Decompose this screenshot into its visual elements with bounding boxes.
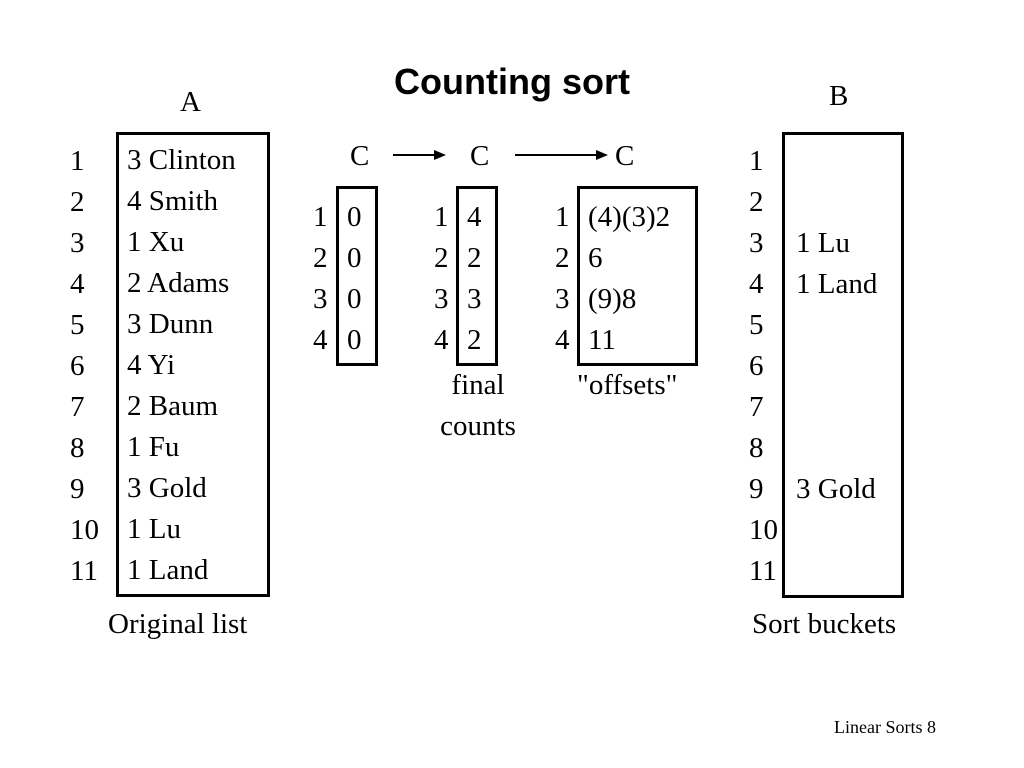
c-counts-value: 3 [467, 283, 482, 315]
c-initial-value: 0 [347, 324, 362, 356]
array-b-item [796, 387, 877, 428]
array-a-index: 5 [70, 309, 85, 341]
c-counts-index: 3 [434, 283, 449, 315]
array-a-item: 1 Lu [127, 513, 181, 545]
array-b-item [796, 428, 877, 469]
c-offsets-value: 6 [588, 242, 603, 274]
array-a-index: 11 [70, 555, 98, 587]
c-offsets-index: 4 [555, 324, 570, 356]
c-offsets-index: 2 [555, 242, 570, 274]
array-b-item: 3 Gold [796, 473, 876, 505]
c-offsets-values: (4)(3)2 6 (9)8 11 [588, 197, 670, 361]
array-a-index: 9 [70, 473, 85, 505]
c-counts-caption-line2: counts [440, 410, 516, 442]
array-a-index: 3 [70, 227, 85, 259]
c-offsets-index: 1 [555, 201, 570, 233]
c-counts-value: 4 [467, 201, 482, 233]
array-a-index: 2 [70, 186, 85, 218]
array-b-index: 4 [749, 268, 764, 300]
array-a-item: 1 Land [127, 554, 209, 586]
array-a-index: 7 [70, 391, 85, 423]
c-counts-index: 1 [434, 201, 449, 233]
array-a-item: 3 Gold [127, 472, 207, 504]
array-b-index: 9 [749, 473, 764, 505]
c-counts-value: 2 [467, 242, 482, 274]
arrow-right-icon [515, 150, 608, 160]
c-offsets-indices: 1 2 3 4 [555, 197, 570, 361]
arrow-right-icon [393, 150, 446, 160]
array-b-index: 3 [749, 227, 764, 259]
array-a-item: 1 Fu [127, 431, 180, 463]
array-a-items: 3 Clinton 4 Smith 1 Xu 2 Adams 3 Dunn 4 … [127, 140, 236, 591]
c-counts-index: 2 [434, 242, 449, 274]
array-b-index: 5 [749, 309, 764, 341]
c-label-counts: C [470, 140, 490, 172]
c-offsets-value: 11 [588, 324, 616, 356]
array-a-box [116, 132, 270, 597]
c-counts-value: 2 [467, 324, 482, 356]
c-counts-caption-line1: final [451, 369, 505, 401]
array-b-index: 10 [749, 514, 778, 546]
array-a-item: 4 Yi [127, 349, 176, 381]
array-a-index: 1 [70, 145, 85, 177]
array-b-index: 6 [749, 350, 764, 382]
array-b-item [796, 510, 877, 551]
array-a-item: 3 Dunn [127, 308, 214, 340]
c-initial-indices: 1 2 3 4 [313, 197, 328, 361]
c-counts-indices: 1 2 3 4 [434, 197, 449, 361]
array-b-index: 8 [749, 432, 764, 464]
c-arrows [393, 150, 608, 160]
c-initial-value: 0 [347, 283, 362, 315]
c-initial-values: 0 0 0 0 [347, 197, 362, 361]
array-a-label: A [180, 86, 201, 118]
array-a-indices: 1 2 3 4 5 6 7 8 9 10 11 [70, 141, 99, 592]
array-a-index: 4 [70, 268, 85, 300]
c-initial-box [336, 186, 378, 366]
array-b-items: 1 Lu 1 Land 3 Gold [796, 141, 877, 592]
array-a-item: 3 Clinton [127, 144, 236, 176]
c-initial-index: 1 [313, 201, 328, 233]
c-counts-values: 4 2 3 2 [467, 197, 482, 361]
array-b-item [796, 305, 877, 346]
array-b-index: 11 [749, 555, 777, 587]
array-a-item: 1 Xu [127, 226, 185, 258]
array-b-indices: 1 2 3 4 5 6 7 8 9 10 11 [749, 141, 778, 592]
array-b-caption: Sort buckets [752, 608, 897, 640]
c-initial-value: 0 [347, 242, 362, 274]
array-b-item: 1 Land [796, 268, 878, 300]
c-offsets-index: 3 [555, 283, 570, 315]
slide-footer: Linear Sorts 8 [834, 717, 936, 737]
c-initial-index: 2 [313, 242, 328, 274]
array-b-item: 1 Lu [796, 227, 850, 259]
array-b-box [782, 132, 904, 598]
c-counts-box [456, 186, 498, 366]
slide-title: Counting sort [394, 61, 630, 102]
array-b-index: 1 [749, 145, 764, 177]
array-b-item [796, 346, 877, 387]
array-a-item: 2 Adams [127, 267, 230, 299]
c-label-offsets: C [615, 140, 635, 172]
array-a-index: 6 [70, 350, 85, 382]
array-b-label: B [829, 80, 849, 112]
array-b-item [796, 182, 877, 223]
array-b-item [796, 551, 877, 592]
c-counts-index: 4 [434, 324, 449, 356]
array-a-item: 2 Baum [127, 390, 219, 422]
array-a-item: 4 Smith [127, 185, 219, 217]
c-initial-index: 4 [313, 324, 328, 356]
array-b-item [796, 141, 877, 182]
array-b-index: 2 [749, 186, 764, 218]
c-offsets-caption: "offsets" [577, 369, 678, 401]
c-offsets-value: (9)8 [588, 283, 637, 315]
c-initial-value: 0 [347, 201, 362, 233]
array-a-index: 10 [70, 514, 99, 546]
c-initial-index: 3 [313, 283, 328, 315]
c-label-initial: C [350, 140, 370, 172]
array-a-index: 8 [70, 432, 85, 464]
c-offsets-box [577, 186, 698, 366]
c-offsets-value: (4)(3)2 [588, 201, 671, 233]
array-a-caption: Original list [108, 608, 248, 640]
array-b-index: 7 [749, 391, 764, 423]
c-counts-caption: final counts [418, 365, 538, 447]
